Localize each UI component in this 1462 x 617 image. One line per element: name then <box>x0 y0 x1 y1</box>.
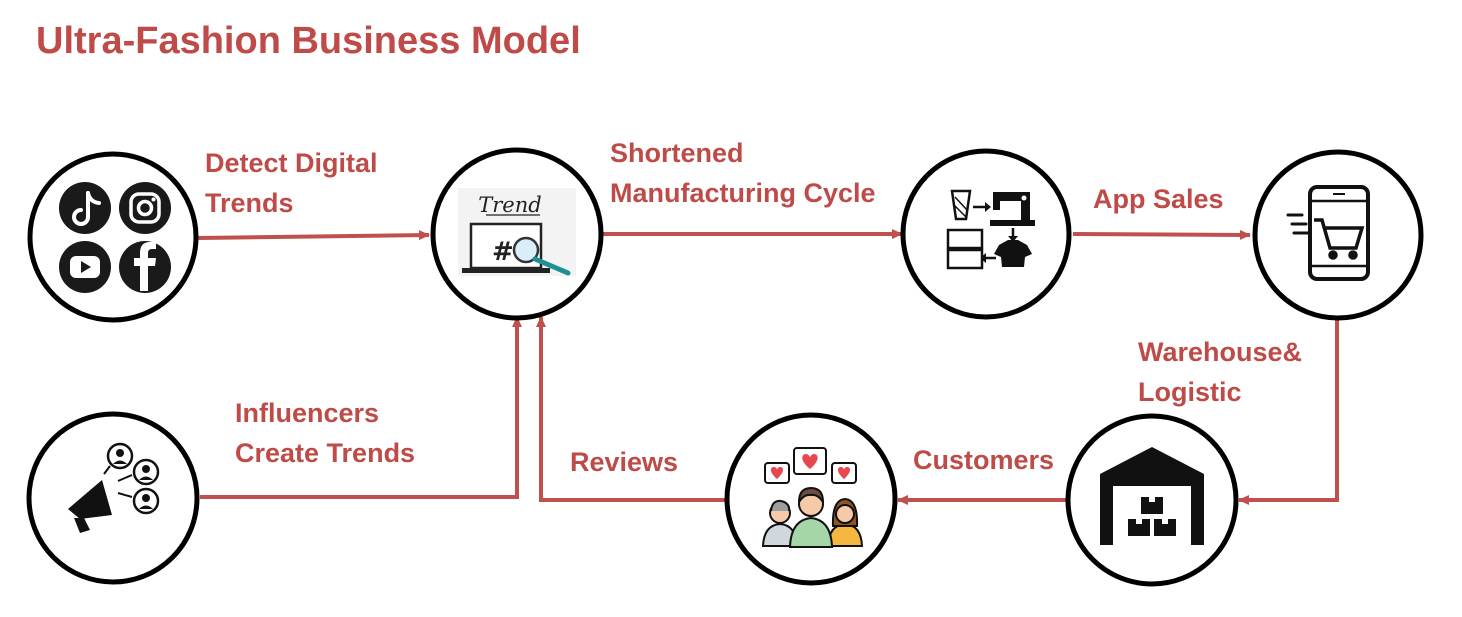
facebook-icon <box>119 241 171 293</box>
node-warehouse <box>1065 413 1239 587</box>
node-circle <box>900 148 1072 320</box>
thread-spool-icon <box>950 189 972 221</box>
edges <box>197 229 1339 505</box>
magnifier-icon <box>512 236 571 276</box>
node-circle <box>27 151 199 323</box>
node-influencers <box>26 411 200 585</box>
edge-manufacturing-to-app <box>1072 229 1251 240</box>
node-circle <box>26 411 200 585</box>
edge-label-customers: Customers <box>913 445 1055 475</box>
trend-word: Trend <box>478 193 541 217</box>
edge-social-to-trend <box>197 230 430 241</box>
sewing-machine-icon <box>990 192 1035 226</box>
node-trend-analysis: Trend # <box>430 147 604 321</box>
node-social-media <box>27 151 199 323</box>
people-icon <box>761 486 864 548</box>
edge-label-reviews: Reviews <box>570 447 679 477</box>
speed-lines <box>1286 213 1310 235</box>
page-title: Ultra-Fashion Business Model <box>36 20 581 62</box>
boxes-icon <box>946 228 984 270</box>
node-customers <box>724 412 898 586</box>
edge-app-to-warehouse <box>1238 313 1339 505</box>
shirt-icon <box>994 240 1032 267</box>
edge-influencers-to-trend <box>200 316 522 499</box>
warehouse-icon <box>1100 447 1204 545</box>
instagram-icon <box>119 182 171 234</box>
edge-label-warehouse-logistic: Warehouse& Logistic <box>1138 337 1303 407</box>
youtube-icon <box>59 241 111 293</box>
edge-label-app-sales: App Sales <box>1093 184 1224 214</box>
megaphone-icon <box>68 480 112 533</box>
edge-label-detect-trends: Detect Digital Trends <box>205 148 378 218</box>
node-app-sales <box>1252 149 1424 321</box>
heart-bubble-icon <box>764 447 857 484</box>
edge-label-manufacturing-cycle: Shortened Manufacturing Cycle <box>610 138 876 208</box>
hashtag-icon: # <box>492 237 514 267</box>
boxes-icon <box>1128 497 1176 536</box>
shopping-cart-icon <box>1314 218 1365 260</box>
edge-label-influencers: Influencers Create Trends <box>235 398 416 468</box>
edge-customers-to-trend <box>536 316 727 502</box>
node-manufacturing <box>900 148 1072 320</box>
tiktok-icon <box>59 182 111 234</box>
